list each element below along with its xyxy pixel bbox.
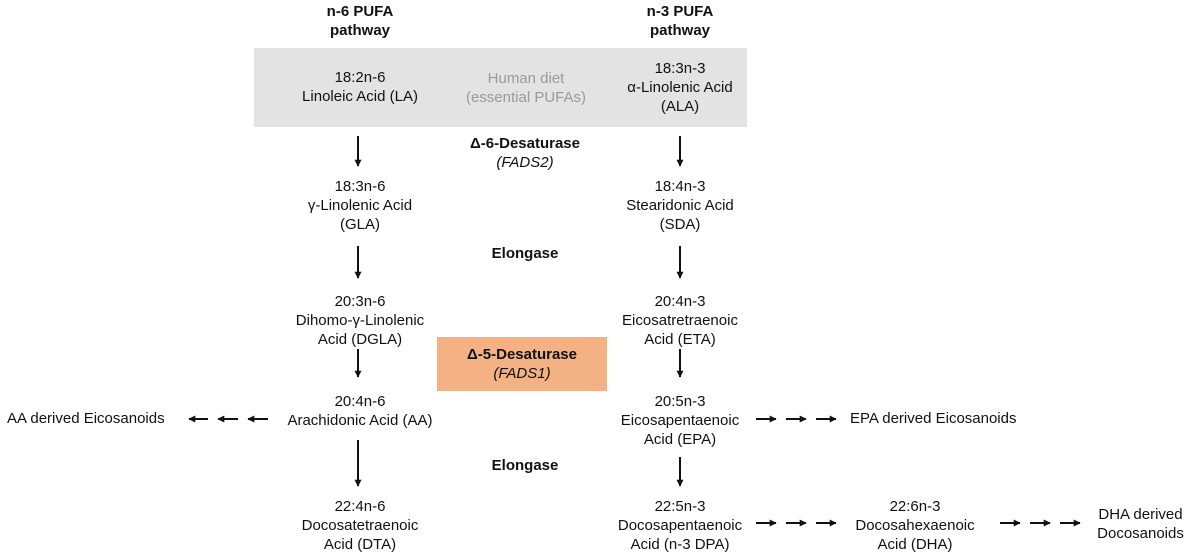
n3-eicosatetraenoic-acid: 20:4n-3 Eicosatretraenoic Acid (ETA) [622,293,738,348]
epa-derived-eicosanoids: EPA derived Eicosanoids [850,410,1017,427]
aa-derived-eicosanoids: AA derived Eicosanoids [7,410,165,427]
n6-gamma-linolenic-acid: 18:3n-6 γ-Linolenic Acid (GLA) [307,178,413,233]
delta5-desaturase-box [437,337,607,391]
human-diet-label: Human diet (essential PUFAs) [465,70,587,106]
n3-pathway-header: n-3 PUFA pathway [646,3,714,39]
n6-docosatetraenoic-acid: 22:4n-6 Docosatetraenoic Acid (DTA) [301,498,419,553]
n6-arachidonic-acid: 20:4n-6 Arachidonic Acid (AA) [287,393,433,429]
elongase-label-1: Elongase [491,245,559,262]
elongase-label-2: Elongase [491,457,559,474]
n6-dihomo-gamma-linolenic-acid: 20:3n-6 Dihomo-γ-Linolenic Acid (DGLA) [295,293,425,348]
human-diet-box [254,48,747,127]
n3-docosahexaenoic-acid: 22:6n-3 Docosahexaenoic Acid (DHA) [855,498,975,553]
n6-linoleic-acid: 18:2n-6 Linoleic Acid (LA) [302,69,418,105]
n3-eicosapentaenoic-acid: 20:5n-3 Eicosapentaenoic Acid (EPA) [620,393,740,448]
n3-stearidonic-acid: 18:4n-3 Stearidonic Acid (SDA) [626,178,734,233]
n3-docosapentaenoic-acid: 22:5n-3 Docosapentaenoic Acid (n-3 DPA) [617,498,743,553]
dha-derived-docosanoids: DHA derived Docosanoids [1097,506,1184,542]
delta5-desaturase-label: Δ-5-Desaturase (FADS1) [467,346,577,382]
delta6-desaturase-label: Δ-6-Desaturase (FADS2) [470,135,580,171]
n6-pathway-header: n-6 PUFA pathway [326,3,394,39]
n3-alpha-linolenic-acid: 18:3n-3 α-Linolenic Acid (ALA) [627,60,733,115]
